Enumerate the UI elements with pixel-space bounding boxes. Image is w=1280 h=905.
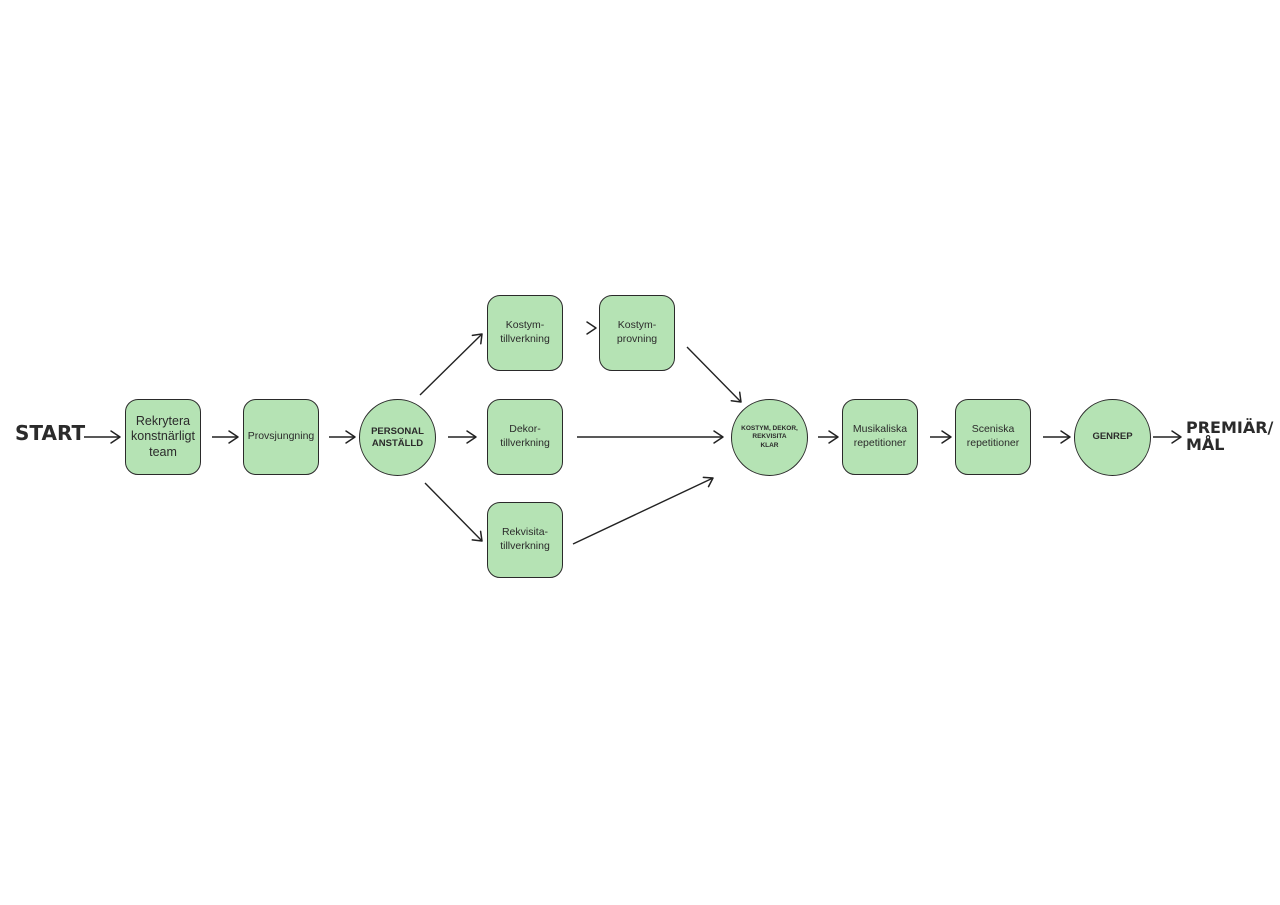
node-musikaliska-repetitioner-label: Musikaliska repetitioner: [852, 423, 908, 449]
arrow-klar-to-musikaliska: [818, 430, 839, 444]
arrow-personal-to-kostymtillverkning: [419, 333, 483, 396]
arrow-kostymprovning-to-klar: [686, 346, 742, 403]
node-personal-anstalld: PERSONAL ANSTÄLLD: [359, 399, 436, 476]
node-genrep: GENREP: [1074, 399, 1151, 476]
arrow-dekor-to-klar: [577, 430, 724, 444]
node-rekrytera-team: Rekrytera konstnärligt team: [125, 399, 201, 475]
node-genrep-label: GENREP: [1092, 431, 1133, 443]
arrow-musikaliska-to-sceniska: [930, 430, 952, 444]
arrow-kostymtillverkning-to-kostymprovning: [586, 321, 597, 335]
node-kostymtillverkning: Kostym- tillverkning: [487, 295, 563, 371]
arrow-provsjungning-to-personal: [329, 430, 356, 444]
arrow-genrep-to-premiar: [1153, 430, 1182, 444]
node-rekvisitatillverkning-label: Rekvisita- tillverkning: [500, 526, 550, 552]
premiar-mal-label: PREMIÄR/ MÅL: [1186, 418, 1274, 454]
arrow-sceniska-to-genrep: [1043, 430, 1071, 444]
node-sceniska-repetitioner: Sceniska repetitioner: [955, 399, 1031, 475]
node-provsjungning-label: Provsjungning: [247, 430, 315, 443]
arrow-start-to-rekrytera: [84, 430, 121, 444]
node-dekortillverkning: Dekor- tillverkning: [487, 399, 563, 475]
node-rekvisitatillverkning: Rekvisita- tillverkning: [487, 502, 563, 578]
node-dekortillverkning-label: Dekor- tillverkning: [500, 423, 550, 449]
node-kostymprovning-label: Kostym- provning: [616, 319, 658, 345]
node-kostym-dekor-rekvisita-klar-label: KOSTYM, DEKOR, REKVISITA KLAR: [741, 424, 798, 449]
arrow-personal-to-rekvisita: [424, 482, 483, 542]
node-sceniska-repetitioner-label: Sceniska repetitioner: [966, 423, 1020, 449]
node-personal-anstalld-label: PERSONAL ANSTÄLLD: [371, 425, 424, 449]
node-kostymprovning: Kostym- provning: [599, 295, 675, 371]
arrow-rekvisita-to-klar: [572, 476, 714, 545]
node-rekrytera-team-label: Rekrytera konstnärligt team: [131, 413, 195, 459]
start-label: START: [15, 421, 86, 445]
node-kostym-dekor-rekvisita-klar: KOSTYM, DEKOR, REKVISITA KLAR: [731, 399, 808, 476]
arrow-personal-to-dekor: [448, 430, 477, 444]
node-musikaliska-repetitioner: Musikaliska repetitioner: [842, 399, 918, 475]
arrow-rekrytera-to-provsjungning: [212, 430, 239, 444]
node-provsjungning: Provsjungning: [243, 399, 319, 475]
node-kostymtillverkning-label: Kostym- tillverkning: [500, 319, 550, 345]
